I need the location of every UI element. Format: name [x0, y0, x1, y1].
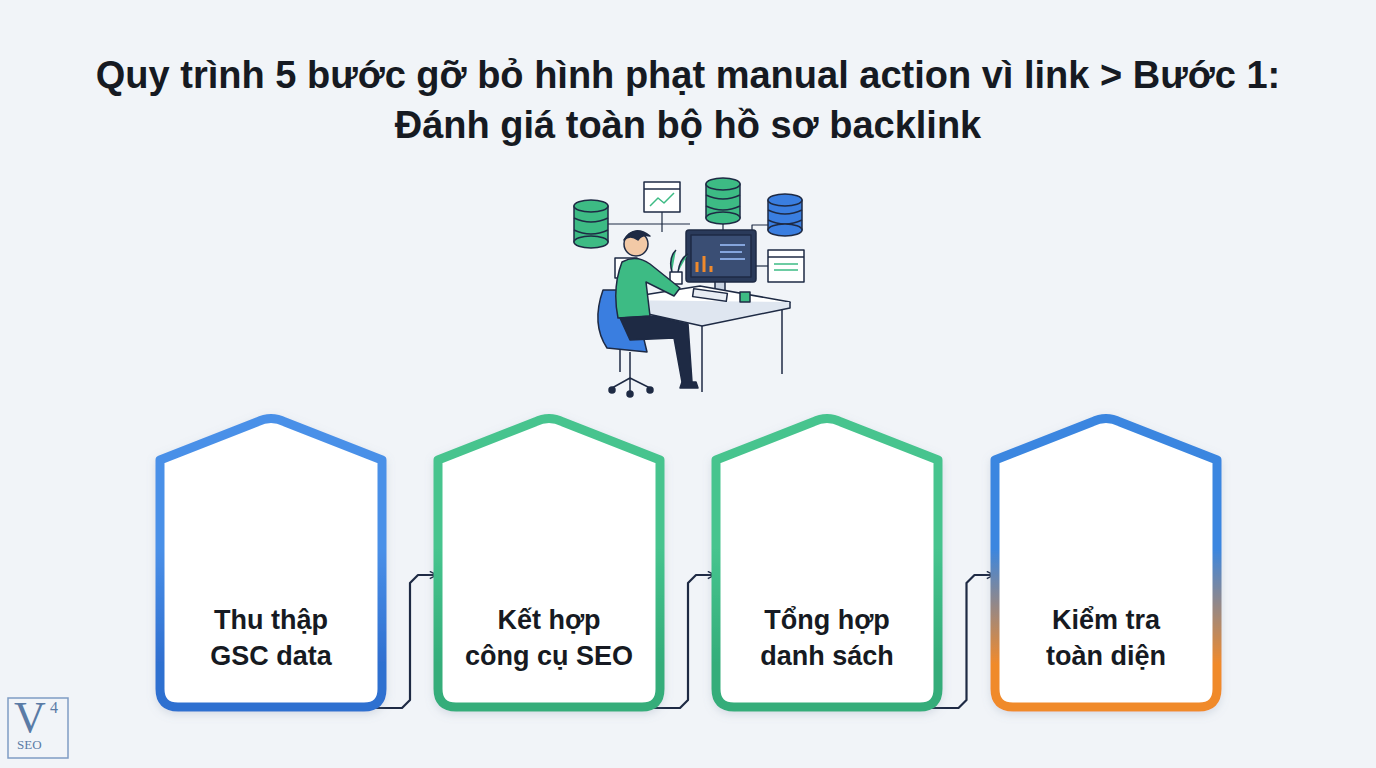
- logo-text: SEO: [17, 738, 42, 751]
- process-card: Kết hợp công cụ SEO: [433, 410, 665, 712]
- step-label: Thu thập GSC data: [186, 602, 356, 674]
- step-label: Kết hợp công cụ SEO: [464, 602, 634, 674]
- card-border: [716, 419, 938, 708]
- logo-text: 4: [50, 700, 58, 716]
- process-card: Tổng hợp danh sách: [711, 410, 943, 712]
- card-border: [160, 419, 382, 708]
- process-card: Kiểm tra toàn diện: [990, 410, 1222, 712]
- step-label: Kiểm tra toàn diện: [1021, 602, 1191, 674]
- worker-illustration: [574, 178, 804, 397]
- card-border: [995, 419, 1217, 708]
- step-label: Tổng hợp danh sách: [742, 602, 912, 674]
- process-card: Thu thập GSC data: [155, 410, 387, 712]
- card-border: [438, 419, 660, 708]
- logo-text: V: [14, 696, 46, 740]
- title: Quy trình 5 bước gỡ bỏ hình phạt manual …: [88, 50, 1288, 150]
